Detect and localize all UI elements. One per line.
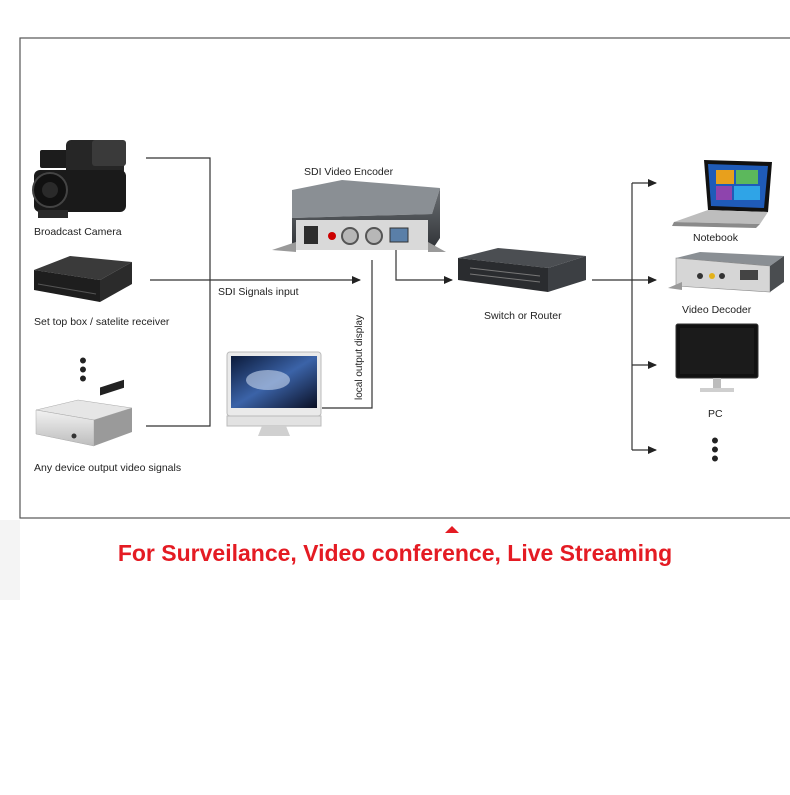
left-edge-shade — [0, 520, 20, 600]
encoder-to-switch-line — [395, 250, 453, 284]
settop-box-icon — [34, 256, 132, 302]
label-pc: PC — [708, 408, 723, 420]
local-output-line — [322, 260, 373, 409]
label-video-decoder: Video Decoder — [682, 304, 752, 316]
router-icon — [458, 248, 586, 292]
ellipsis-sources: • • • — [79, 348, 87, 391]
laptop-icon — [672, 160, 772, 228]
label-switch-router: Switch or Router — [484, 310, 562, 322]
label-local-output-display: local output display — [354, 314, 365, 400]
capture-device-icon — [35, 379, 133, 447]
label-sdi-signals-input: SDI Signals input — [218, 286, 299, 298]
label-any-device: Any device output video signals — [34, 462, 182, 474]
camcorder-icon — [32, 140, 126, 218]
tagline: For Surveilance, Video conference, Live … — [117, 540, 673, 566]
label-notebook: Notebook — [693, 232, 738, 244]
decoder-device-icon — [668, 252, 784, 293]
label-sdi-encoder: SDI Video Encoder — [304, 166, 394, 178]
encoder-device-icon — [272, 180, 446, 252]
label-broadcast-camera: Broadcast Camera — [34, 226, 122, 238]
output-tree — [592, 179, 657, 454]
label-set-top-box: Set top box / satelite receiver — [34, 316, 170, 328]
pc-monitor-icon — [675, 323, 759, 392]
diagram-frame — [19, 37, 790, 519]
ellipsis-outputs: • • • — [711, 428, 719, 471]
monitor-icon — [226, 351, 322, 436]
up-arrow-marker — [445, 526, 459, 533]
source-bracket — [146, 157, 361, 427]
